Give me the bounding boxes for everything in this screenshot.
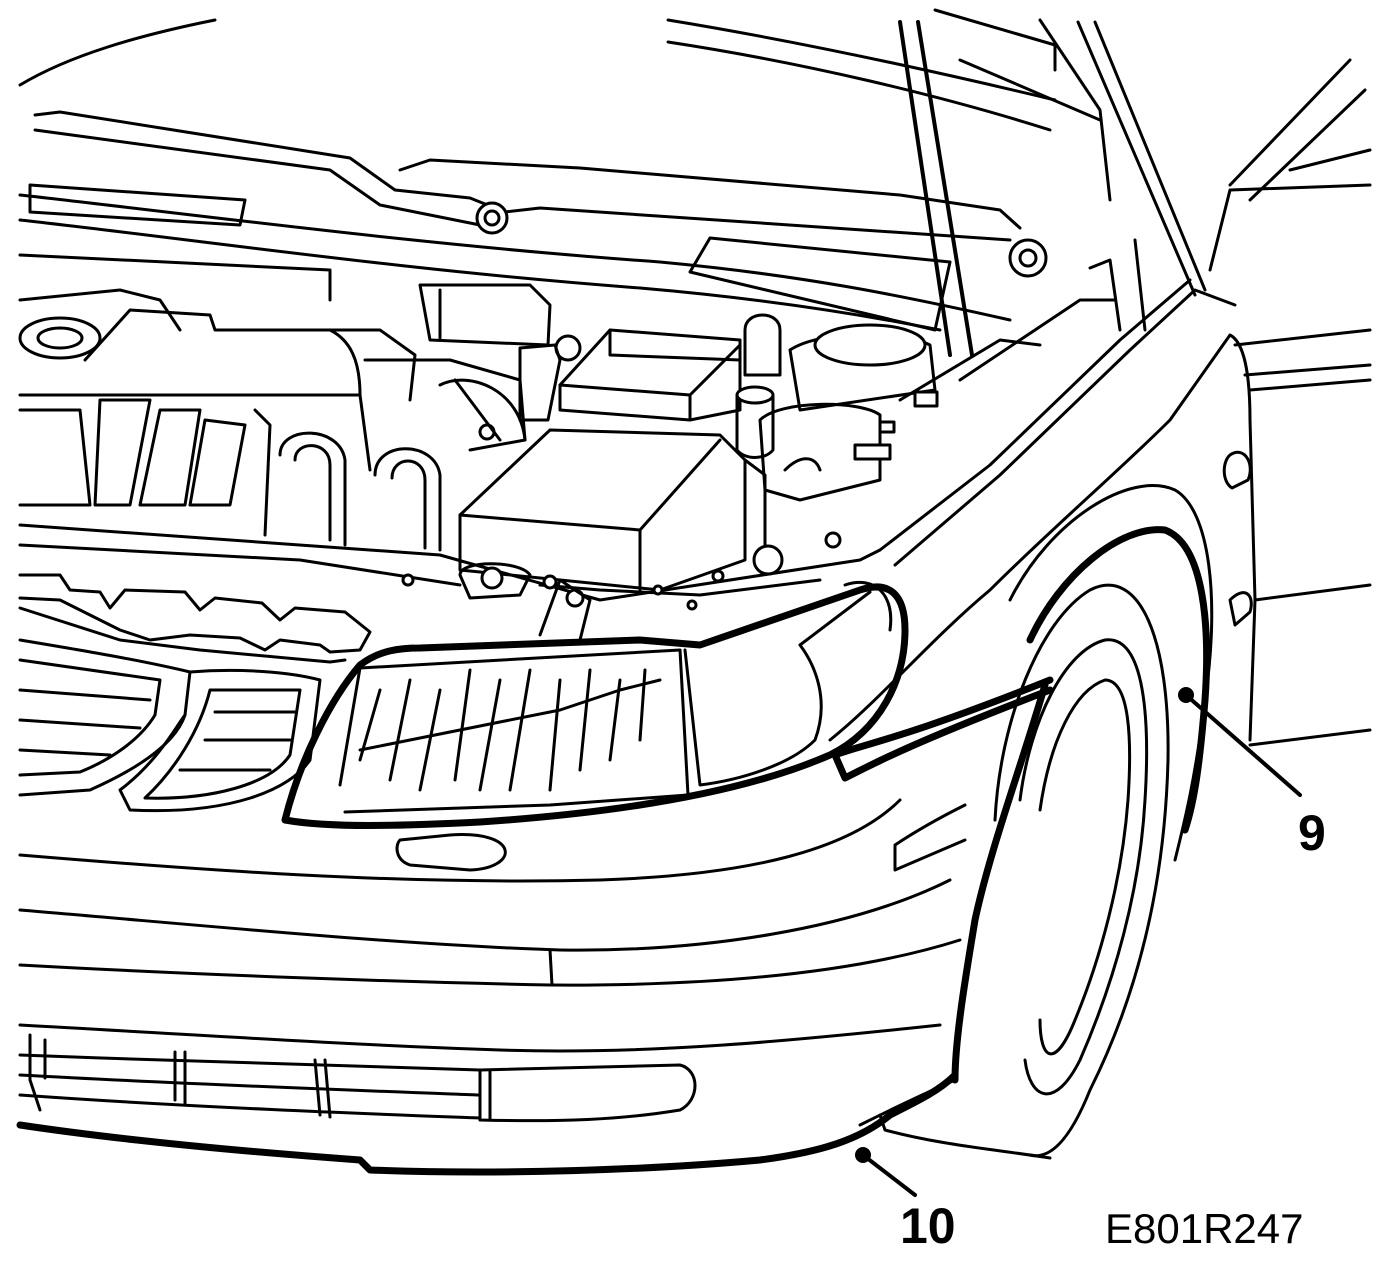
front-bumper [16, 676, 1054, 1176]
figure-reference-code: E801R247 [1105, 1205, 1304, 1252]
callout-label-9: 9 [1298, 805, 1326, 861]
cowl-panel [18, 110, 1048, 332]
battery-box [458, 328, 767, 592]
callout-leaders [855, 687, 1302, 1197]
headlamp [281, 580, 909, 872]
front-grille [18, 638, 322, 813]
cowl-nut [1008, 238, 1048, 278]
cowl-nut [475, 201, 509, 235]
radiator-support [18, 523, 882, 664]
coolant-reservoir [735, 313, 937, 502]
open-hood [18, 8, 1372, 377]
front-wheel [878, 484, 1214, 1160]
callout-label-10: 10 [900, 1198, 956, 1254]
front-fender [828, 238, 1372, 747]
leader-line-10 [861, 1153, 917, 1197]
leader-line-9 [1184, 693, 1302, 797]
